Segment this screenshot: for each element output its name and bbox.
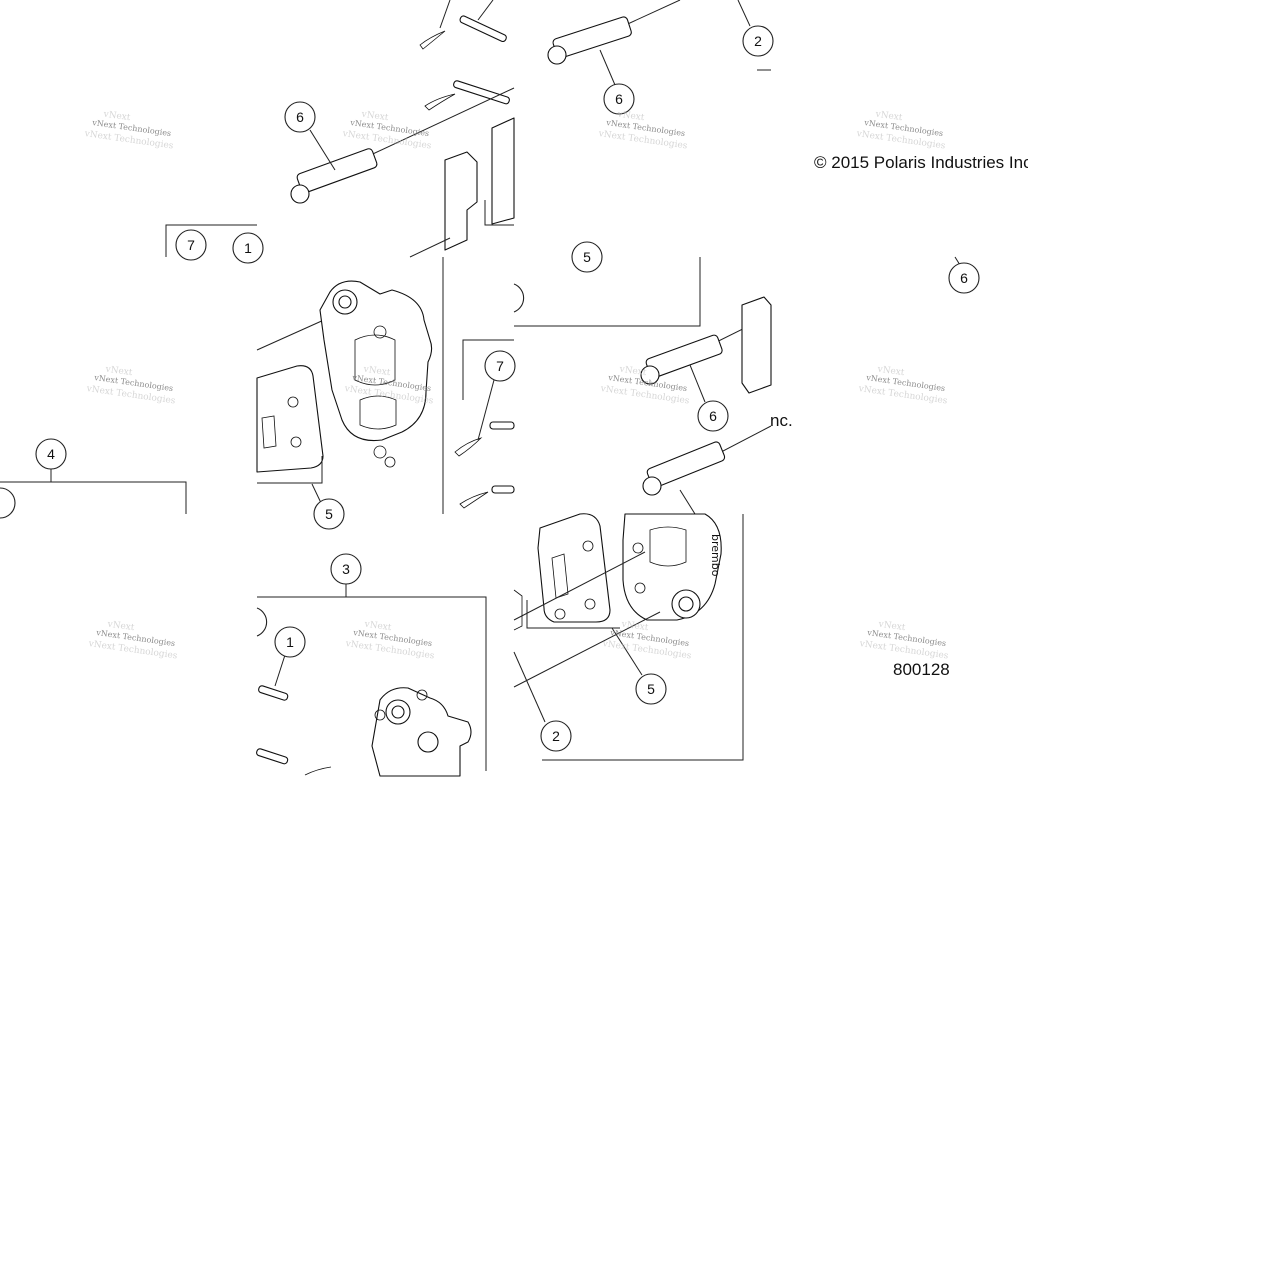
brake-pad-left [256, 365, 324, 506]
caliper-body-right: brembo [622, 513, 722, 621]
svg-text:vNext: vNext [874, 109, 903, 123]
bracket-group-2-5 [513, 514, 744, 761]
svg-text:vNext: vNext [876, 364, 905, 378]
callout-2-a: 2 [742, 25, 774, 57]
diagram-number: 800128 [893, 660, 950, 679]
svg-text:6: 6 [709, 408, 717, 424]
callout-partial-tile6 [513, 283, 525, 313]
callout-6-c: 6 [948, 262, 980, 294]
svg-text:5: 5 [325, 506, 333, 522]
bracket-group-3 [257, 583, 487, 771]
bolt-6-lower [642, 425, 772, 515]
callout-1-b: 1 [274, 626, 306, 658]
bolt-6-left [290, 87, 515, 204]
svg-text:vNext: vNext [360, 109, 389, 123]
callout-4: 4 [35, 438, 67, 470]
svg-text:4: 4 [47, 446, 55, 462]
svg-text:7: 7 [496, 358, 504, 374]
svg-text:vNext: vNext [620, 619, 649, 633]
pins-1-lower [256, 654, 332, 776]
svg-text:vNext: vNext [102, 109, 131, 123]
svg-text:3: 3 [342, 561, 350, 577]
svg-text:2: 2 [754, 33, 762, 49]
svg-text:1: 1 [286, 634, 294, 650]
callout-7-b: 7 [484, 350, 516, 382]
svg-text:vNext: vNext [104, 364, 133, 378]
callout-5-b: 5 [313, 498, 345, 530]
callout-5-c: 5 [635, 673, 667, 705]
svg-text:5: 5 [647, 681, 655, 697]
callout-partial-left [0, 487, 16, 519]
svg-text:6: 6 [296, 109, 304, 125]
bolt-6-top [547, 0, 771, 86]
callout-6-d: 6 [697, 400, 729, 432]
bracket-group-1-7 [165, 224, 257, 257]
svg-text:1: 1 [244, 240, 252, 256]
svg-text:vNext: vNext [877, 619, 906, 633]
svg-text:6: 6 [960, 270, 968, 286]
callout-1-a: 1 [232, 232, 264, 264]
svg-text:vNext: vNext [618, 364, 647, 378]
caliper-body-main [256, 280, 433, 468]
svg-text:5: 5 [583, 249, 591, 265]
copyright-fragment: nc. [770, 411, 793, 430]
callout-6-a: 6 [284, 101, 316, 133]
watermarks: vNext vNext Technologies vNext Technolog… [83, 109, 949, 661]
bracket-group-7-right [442, 257, 515, 514]
bolt-6-center [640, 296, 772, 403]
caliper-brand-embossing: brembo [709, 534, 722, 577]
svg-text:vNext: vNext [363, 619, 392, 633]
callout-partial-tile10 [256, 607, 268, 637]
callout-5-a: 5 [571, 241, 603, 273]
svg-text:2: 2 [552, 728, 560, 744]
callout-6-b: 6 [603, 83, 635, 115]
brake-pad-right [526, 513, 643, 676]
svg-text:6: 6 [615, 91, 623, 107]
callout-2-b: 2 [540, 720, 572, 752]
copyright-notice: © 2015 Polaris Industries Inc. [814, 153, 1036, 172]
callout-7-a: 7 [175, 229, 207, 261]
pin-and-clip-group-top [419, 0, 510, 111]
svg-text:vNext: vNext [362, 364, 391, 378]
svg-text:vNext: vNext [106, 619, 135, 633]
svg-text:7: 7 [187, 237, 195, 253]
bracket-group-4 [0, 468, 187, 514]
svg-text:vNext: vNext [616, 109, 645, 123]
bracket-group-5-top [514, 257, 701, 327]
caliper-body-lower [371, 687, 472, 777]
caliper-bracket-top [409, 117, 515, 258]
callout-3: 3 [330, 553, 362, 585]
